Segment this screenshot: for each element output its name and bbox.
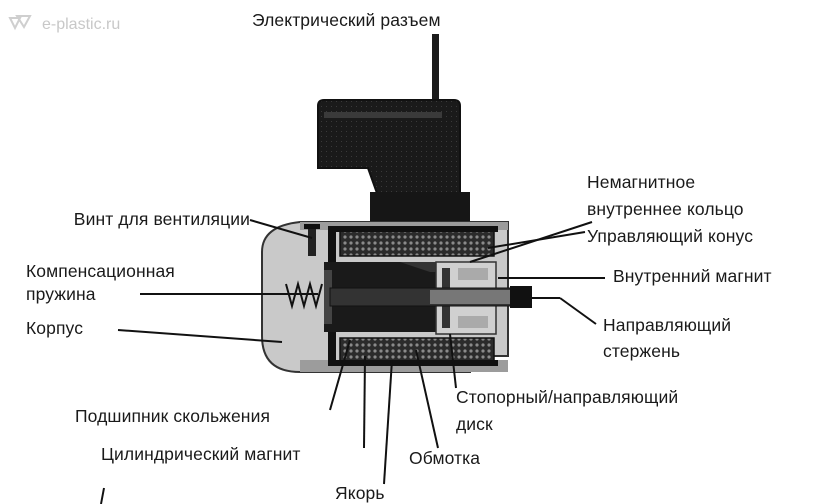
- label-nonmagnetic-ring-line1: Немагнитное: [587, 172, 696, 192]
- label-electrical-connector: Электрический разъем: [252, 10, 441, 30]
- label-nonmagnetic-ring-line2: внутреннее кольцо: [587, 199, 744, 219]
- label-stop-disc-line1: Стопорный/направляющий: [456, 387, 679, 407]
- watermark: e-plastic.ru: [8, 14, 120, 36]
- label-winding: Обмотка: [409, 448, 481, 468]
- watermark-text: e-plastic.ru: [42, 16, 121, 33]
- label-stop-disc-line2: диск: [456, 414, 493, 434]
- logo-icon: [8, 15, 32, 31]
- label-housing: Корпус: [26, 318, 84, 338]
- winding-top: [339, 229, 495, 257]
- vent-screw: [304, 224, 320, 256]
- leader-lines: [117, 219, 605, 485]
- label-control-cone: Управляющий конус: [587, 226, 754, 246]
- label-vent-screw: Винт для вентиляции: [73, 209, 250, 229]
- label-guide-rod-line2: стержень: [603, 341, 681, 361]
- label-comp-spring-line2: пружина: [26, 284, 96, 304]
- label-inner-magnet: Внутренний магнит: [613, 266, 772, 286]
- label-comp-spring-line1: Компенсационная: [26, 261, 175, 281]
- compensation-spring: [285, 280, 323, 310]
- label-guide-rod-line1: Направляющий: [603, 315, 732, 335]
- label-cylindrical-magnet: Цилиндрический магнит: [101, 444, 301, 464]
- electrical-connector: [317, 34, 470, 222]
- label-slide-bearing: Подшипник скольжения: [75, 406, 271, 426]
- label-armature: Якорь: [335, 483, 385, 503]
